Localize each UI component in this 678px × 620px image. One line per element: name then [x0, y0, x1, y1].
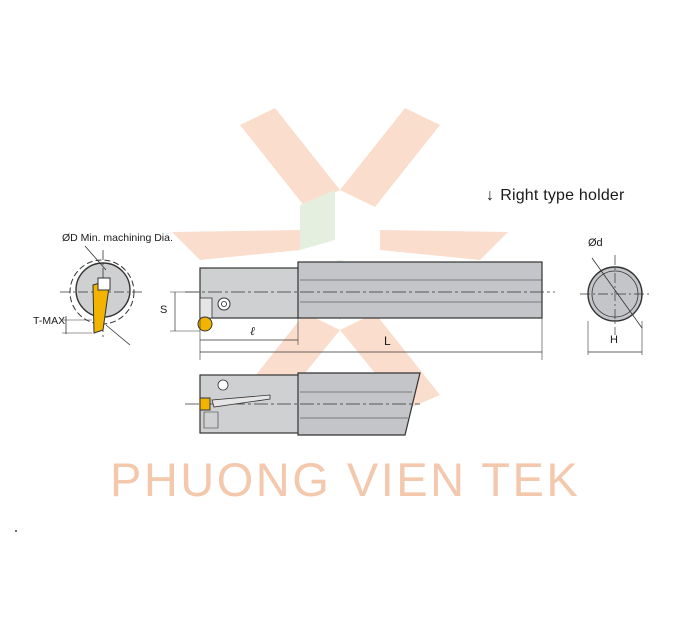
top-view-lower [185, 372, 421, 436]
dim-l-total-label: L [384, 334, 391, 348]
dim-d-label: Ød [588, 237, 603, 249]
side-view-main [170, 261, 555, 360]
tmax-label: T-MAX [33, 315, 66, 327]
holder-type-title: ↓ Right type holder [486, 187, 625, 205]
dim-l-small-label: ℓ [250, 324, 255, 338]
watermark-text: PHUONG VIEN TEK [110, 453, 581, 506]
end-view-right [580, 255, 652, 355]
watermark-logo [172, 108, 508, 410]
dim-h-label: H [610, 334, 618, 346]
down-arrow-icon: ↓ [486, 187, 495, 204]
dim-s-label: S [160, 304, 168, 316]
min-dia-label: ØD Min. machining Dia. [62, 232, 173, 244]
holder-type-text: Right type holder [500, 187, 625, 204]
end-view-left [60, 245, 145, 346]
stray-dot [15, 530, 17, 532]
